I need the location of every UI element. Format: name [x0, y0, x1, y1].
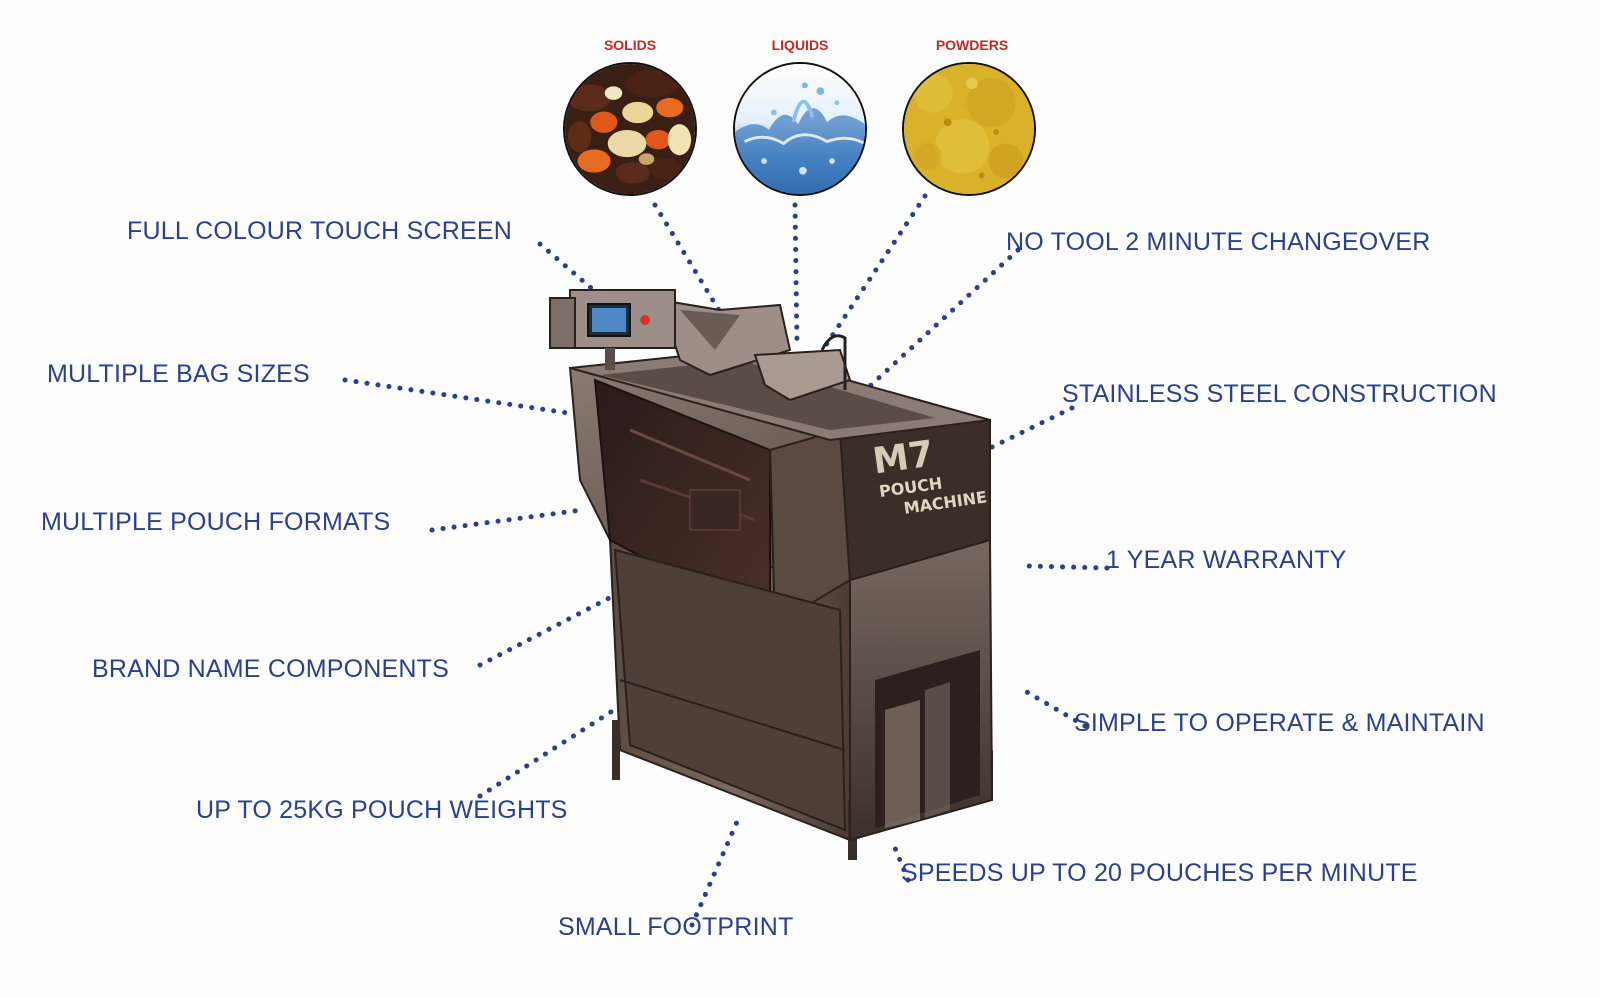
dried-fruit-image [563, 62, 697, 196]
feature-pouch-formats: MULTIPLE POUCH FORMATS [41, 508, 391, 536]
logo-m7: M7 [870, 434, 936, 483]
leader-brand-components [477, 592, 618, 668]
pouch-machine-image: M7 POUCH MACHINE [549, 289, 994, 860]
leader-stainless [987, 405, 1075, 451]
material-label-solids: SOLIDS [603, 37, 657, 53]
feature-changeover: NO TOOL 2 MINUTE CHANGEOVER [1006, 228, 1431, 256]
feature-speeds: SPEEDS UP TO 20 POUCHES PER MINUTE [901, 859, 1418, 887]
feature-simple: SIMPLE TO OPERATE & MAINTAIN [1074, 709, 1485, 737]
leader-footprint [689, 812, 743, 928]
feature-bag-sizes: MULTIPLE BAG SIZES [47, 360, 310, 388]
leader-pouch-formats [429, 507, 585, 533]
leader-simple [1017, 685, 1088, 729]
feature-footprint: SMALL FOOTPRINT [558, 913, 794, 941]
feature-stainless: STAINLESS STEEL CONSTRUCTION [1062, 380, 1497, 408]
feature-touch-screen: FULL COLOUR TOUCH SCREEN [127, 217, 512, 245]
leader-changeover [867, 247, 1021, 389]
feature-pouch-weights: UP TO 25KG POUCH WEIGHTS [196, 796, 568, 824]
feature-warranty: 1 YEAR WARRANTY [1106, 546, 1347, 574]
feature-brand-components: BRAND NAME COMPONENTS [92, 655, 450, 683]
leader-touch-screen [537, 241, 608, 303]
yellow-powder-image [902, 62, 1036, 196]
material-label-liquids: LIQUIDS [771, 37, 829, 53]
material-label-powders: POWDERS [935, 37, 1009, 53]
leader-pouch-weights [477, 687, 648, 799]
leader-powders [823, 193, 928, 348]
leader-warranty [1025, 563, 1110, 571]
water-splash-image [733, 62, 867, 196]
leader-solids [652, 202, 723, 315]
leader-liquids [792, 202, 800, 348]
